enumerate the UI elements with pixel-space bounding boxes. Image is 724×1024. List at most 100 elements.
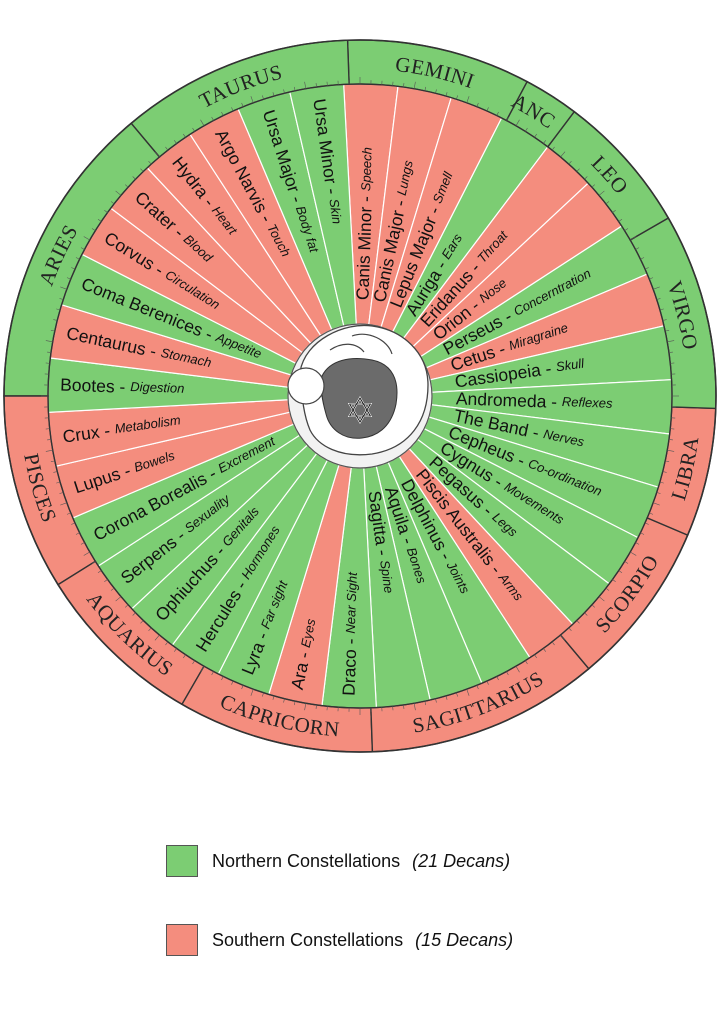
rim-tick — [60, 286, 67, 290]
rim-tick — [496, 111, 499, 116]
rim-tick — [45, 340, 53, 343]
rim-tick — [591, 184, 596, 188]
rim-tick — [525, 660, 528, 665]
decan-body-part: Near Sight — [343, 571, 360, 634]
rim-tick — [71, 522, 76, 525]
rim-tick — [644, 267, 649, 270]
rim-tick — [83, 551, 90, 556]
rim-tick — [653, 502, 660, 506]
rim-tick — [165, 641, 169, 646]
decan-name: Bootes - — [60, 374, 131, 396]
rim-tick — [506, 116, 509, 121]
rim-tick — [525, 127, 528, 132]
rim-tick — [294, 701, 296, 706]
rim-tick — [250, 96, 254, 103]
rim-tick — [568, 627, 572, 632]
figure-arm — [329, 333, 393, 355]
rim-tick — [124, 184, 129, 188]
rim-tick — [640, 532, 645, 535]
rim-tick — [165, 146, 169, 151]
rim-tick — [659, 481, 664, 484]
rim-tick — [476, 102, 479, 107]
rim-tick — [75, 257, 80, 260]
rim-tick — [435, 698, 437, 703]
legend-swatch-north — [166, 845, 198, 877]
rim-tick — [667, 340, 675, 343]
rim-tick — [635, 247, 640, 250]
rim-tick — [283, 698, 285, 703]
rim-tick — [132, 176, 136, 180]
rim-tick — [656, 298, 661, 300]
rim-tick — [506, 671, 509, 676]
rim-tick — [132, 612, 136, 616]
rim-tick — [80, 542, 85, 545]
rim-tick — [115, 596, 122, 602]
decan-name: Draco - — [338, 633, 360, 696]
legend-count-north: (21 Decans) — [412, 850, 511, 871]
rim-tick — [192, 127, 195, 132]
rim-tick — [104, 210, 108, 213]
legend-northern: Northern Constellations (21 Decans) — [166, 845, 510, 877]
rim-tick — [200, 666, 205, 673]
rim-tick — [653, 286, 660, 290]
rim-tick — [91, 561, 96, 564]
rim-tick — [624, 561, 629, 564]
rim-tick — [584, 176, 588, 180]
rim-tick — [403, 704, 405, 709]
decan-body-part: Skin — [326, 198, 344, 225]
rim-tick — [140, 620, 144, 624]
rim-tick — [568, 160, 572, 165]
rim-tick — [618, 219, 623, 222]
rim-tick — [551, 641, 555, 646]
rim-tick — [80, 247, 85, 250]
rim-tick — [221, 111, 224, 116]
rim-tick — [476, 685, 479, 690]
legend-southern: Southern Constellations (15 Decans) — [166, 924, 513, 956]
rim-tick — [56, 308, 61, 311]
rim-tick — [560, 634, 566, 641]
rim-tick — [91, 228, 96, 231]
rim-tick — [667, 449, 675, 452]
rim-tick — [612, 579, 616, 582]
rim-tick — [241, 685, 244, 690]
rim-tick — [456, 95, 458, 100]
rim-tick — [649, 277, 654, 280]
rim-tick — [662, 319, 667, 321]
rim-tick — [110, 587, 115, 591]
rim-tick — [59, 492, 64, 494]
legend-swatch-south — [166, 924, 198, 956]
rim-tick — [618, 570, 623, 573]
rim-tick — [640, 257, 645, 260]
rim-tick — [486, 680, 489, 685]
rim-tick — [304, 703, 307, 711]
rim-tick — [668, 351, 673, 353]
rim-tick — [515, 119, 520, 126]
decan-body-part: Speech — [359, 147, 376, 192]
rim-tick — [283, 89, 285, 94]
rim-tick — [124, 604, 129, 608]
rim-tick — [148, 627, 152, 632]
rim-tick — [154, 634, 160, 641]
rim-tick — [294, 86, 296, 91]
rim-tick — [668, 439, 673, 441]
rim-tick — [272, 92, 275, 97]
rim-ticks — [3, 39, 717, 753]
rim-tick — [183, 133, 186, 138]
rim-tick — [231, 107, 234, 112]
decan-label-draco: Draco - Near Sight — [338, 570, 362, 696]
decan-body-part: Digestion — [130, 379, 185, 396]
rim-tick — [424, 701, 426, 706]
legend-count-south: (15 Decans) — [415, 929, 514, 950]
decan-label-bootes: Bootes - Digestion — [60, 374, 185, 398]
rim-tick — [598, 190, 605, 196]
center-figure — [287, 323, 433, 469]
rim-tick — [53, 471, 58, 473]
rim-tick — [66, 512, 71, 515]
decan-label-andromeda: Andromeda - Reflexes — [456, 388, 614, 413]
rim-tick — [659, 308, 664, 311]
rim-tick — [47, 439, 52, 441]
rim-tick — [154, 151, 160, 158]
rim-tick — [60, 502, 67, 506]
rim-tick — [262, 692, 264, 697]
